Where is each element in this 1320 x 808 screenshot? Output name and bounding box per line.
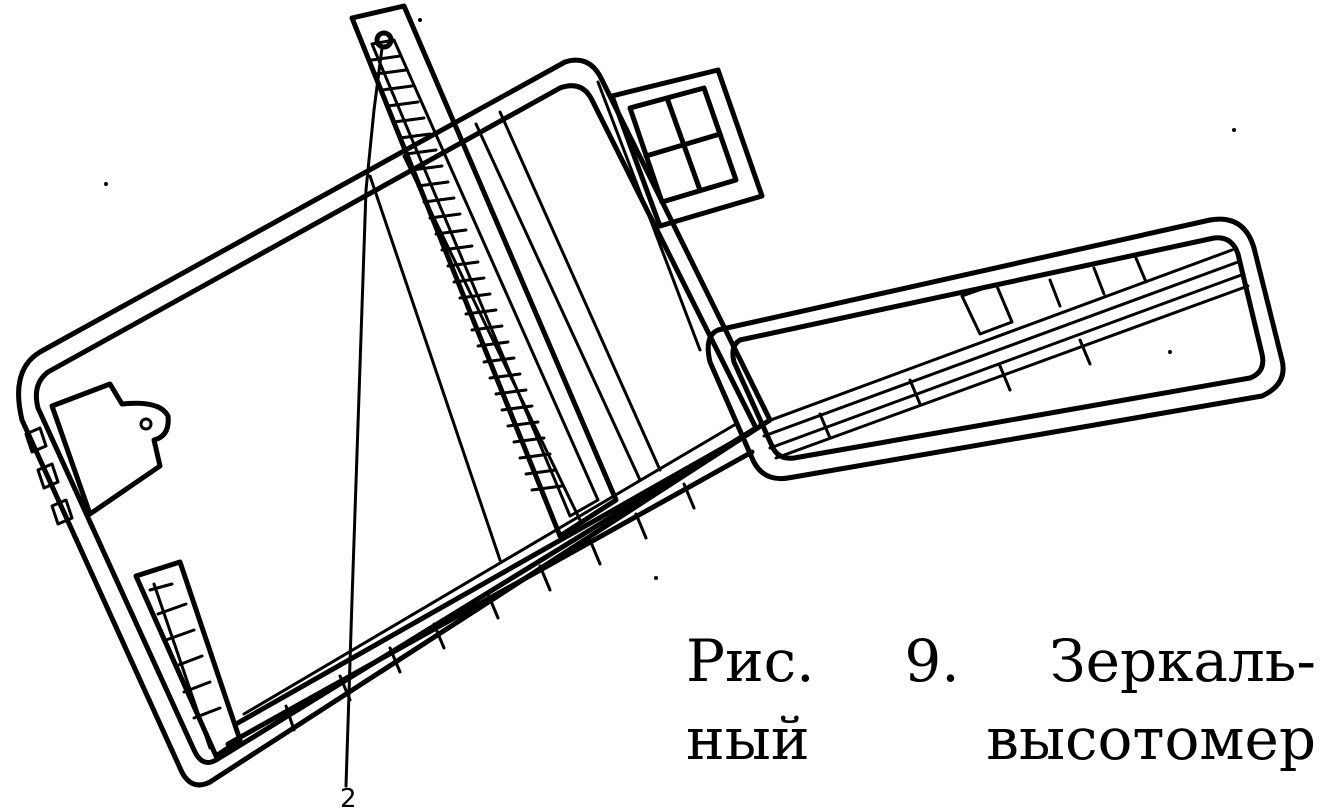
caption-title-part3: высотомер <box>986 705 1316 773</box>
callout-number: 2 <box>340 784 357 808</box>
sight-window <box>609 67 765 229</box>
bottom-scale <box>225 422 755 747</box>
side-clips <box>24 426 74 526</box>
caption-fig-number: 9. <box>904 627 960 695</box>
extension-arm <box>705 216 1286 482</box>
scan-specks <box>86 18 1236 580</box>
altimeter-body <box>16 57 773 788</box>
callout-leader <box>344 46 384 788</box>
scale-arm <box>349 3 619 539</box>
counter-block <box>133 559 243 759</box>
caption-line-1: Рис. 9. Зеркаль- <box>686 632 1316 690</box>
mounting-plate <box>49 381 171 517</box>
guide-rails <box>368 80 702 562</box>
caption-title-part2: ный <box>686 705 810 773</box>
caption-title-part1: Зеркаль- <box>1049 627 1316 695</box>
caption-fig-label: Рис. <box>686 627 815 695</box>
caption-line-2: ный высотомер <box>686 710 1316 768</box>
